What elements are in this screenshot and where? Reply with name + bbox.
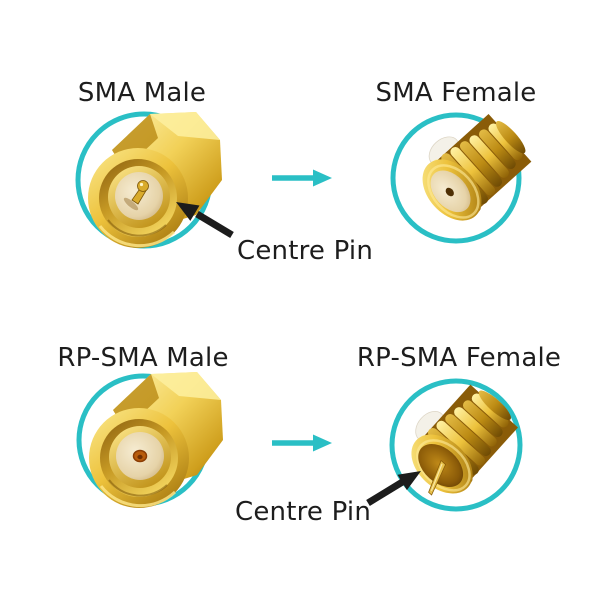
rp-sma-female-highlight-circle [389,378,523,512]
sma-male-connector-illustration [86,110,224,250]
arrow-head [313,169,332,187]
arrow-shaft [195,210,234,239]
sma-male-pin-head [137,180,149,192]
sma-male-label: SMA Male [77,78,207,108]
sma-female-label: SMA Female [375,78,537,108]
socket-hole-center [137,454,143,460]
centre-pin-annotation-bottom: Centre Pin [234,497,372,527]
arrow-head [397,471,421,491]
rp-sma-conversion-arrow-icon [272,434,332,452]
rp-sma-male-label: RP-SMA Male [57,343,229,373]
sma-male-pin-shadow [123,197,139,211]
arrow-head [313,434,332,452]
pin-highlight [430,463,443,491]
sma-female-connector-illustration [402,97,540,234]
sma-conversion-arrow-icon [272,169,332,187]
rp-sma-female-connector-illustration [390,368,527,507]
sma-female-highlight-circle [390,112,522,244]
pin-highlight [139,182,144,187]
centre-pin-pointer-top-icon [176,202,234,239]
centre-pin-pointer-bottom-icon [366,471,421,506]
arrow-head [176,202,200,221]
rp-sma-male-connector-illustration [87,370,225,510]
sma-female-socket-hole [445,187,454,197]
rp-sma-female-label: RP-SMA Female [356,343,562,373]
centre-pin-annotation-top: Centre Pin [236,236,374,266]
arrow-shaft [366,478,406,506]
